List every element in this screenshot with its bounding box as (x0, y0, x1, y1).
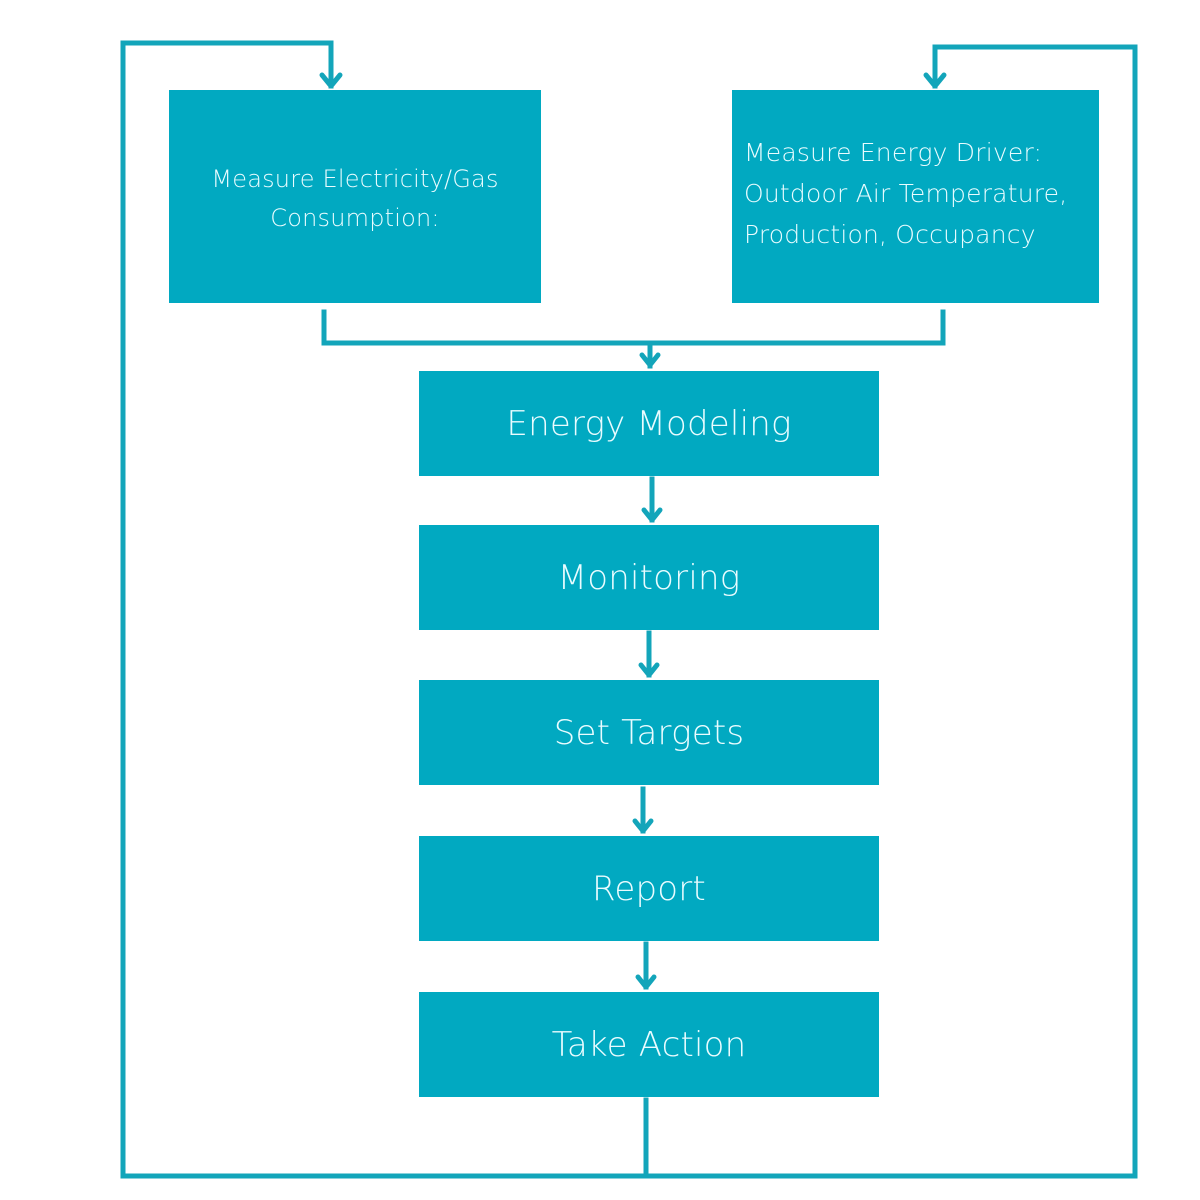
arrowhead-icon (635, 974, 657, 990)
step-take-action: Take Action (419, 992, 879, 1097)
feedback-loop-left-line (120, 40, 649, 1179)
step-label: Take Action (551, 1024, 747, 1065)
step-label: Report (592, 868, 706, 909)
step-energy-modeling: Energy Modeling (419, 371, 879, 476)
step-monitoring: Monitoring (419, 525, 879, 630)
label-line: Consumption: (270, 204, 440, 232)
feedback-loop-right-line (643, 44, 1138, 1179)
label-line: Measure Energy Driver: (744, 138, 1043, 167)
arrowhead-icon (638, 662, 660, 678)
arrowhead-icon (319, 72, 343, 89)
arrowhead-icon (641, 507, 663, 523)
step-label: Monitoring (557, 557, 741, 598)
measure-energy-driver-box: Measure Energy Driver: Outdoor Air Tempe… (732, 90, 1099, 303)
arrowhead-icon (923, 72, 947, 89)
measure-consumption-box: Measure Electricity/Gas Consumption: (169, 90, 541, 303)
label-line: Measure Electricity/Gas (211, 165, 499, 193)
step-label: Set Targets (553, 712, 745, 753)
arrowhead-icon (632, 818, 654, 834)
merge-connector-line (321, 309, 946, 346)
measure-consumption-label: Measure Electricity/Gas Consumption: (211, 160, 498, 238)
measure-energy-driver-label: Measure Energy Driver: Outdoor Air Tempe… (744, 132, 1067, 255)
step-set-targets: Set Targets (419, 680, 879, 785)
step-label: Energy Modeling (506, 403, 792, 444)
step-report: Report (419, 836, 879, 941)
arrowhead-icon (639, 352, 661, 368)
label-line: Outdoor Air Temperature, (744, 179, 1068, 208)
label-line: Production, Occupancy (744, 220, 1036, 249)
